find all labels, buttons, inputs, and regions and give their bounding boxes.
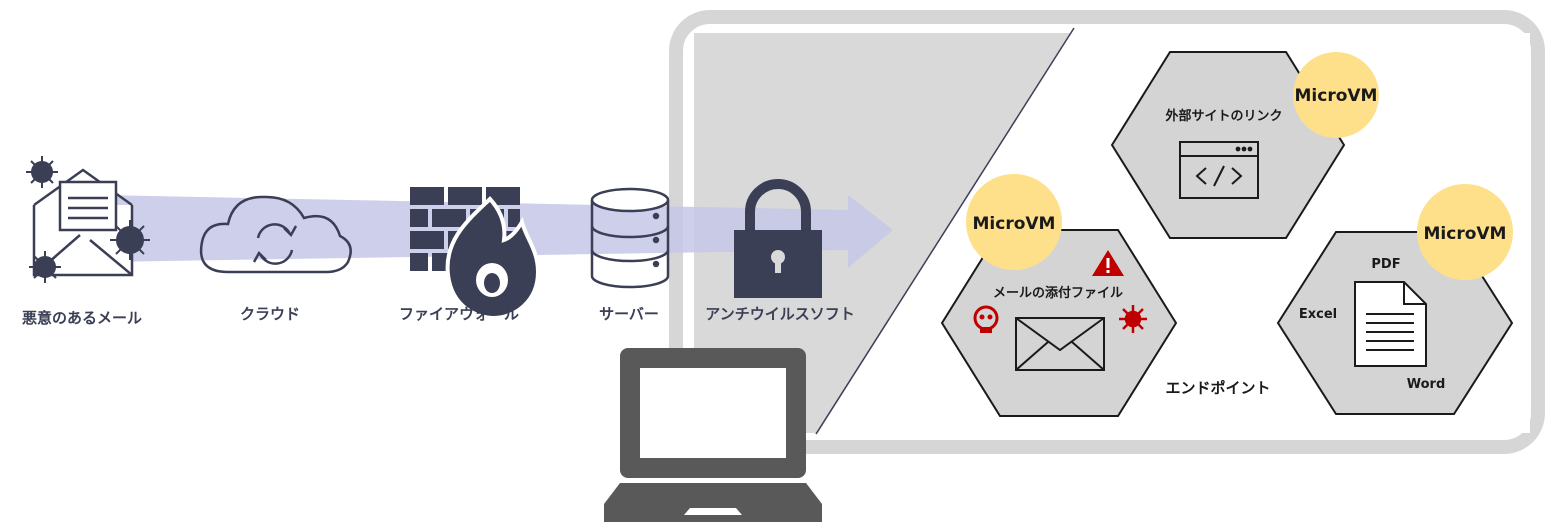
firewall-icon [410, 187, 541, 321]
antivirus-label: アンチウイルスソフト [705, 305, 854, 323]
mail-attachment-title: メールの添付ファイル [993, 285, 1123, 301]
warning-icon [1092, 250, 1124, 276]
skull-icon [973, 305, 999, 333]
firewall-label: ファイアウォール [399, 305, 519, 323]
microvm-badge-2 [966, 174, 1062, 270]
microvm-badge-3-label: MicroVM [1424, 224, 1507, 244]
microvm-badge-1 [1293, 52, 1379, 138]
endpoint-label: エンドポイント [1165, 379, 1270, 397]
cloud-label: クラウド [240, 305, 300, 323]
malicious-mail-label: 悪意のあるメール [22, 309, 142, 327]
cloud-sync-icon [199, 195, 352, 274]
microvm-badge-1-label: MicroVM [1295, 86, 1378, 106]
endpoint-diagonal-line [815, 27, 1075, 435]
word-label: Word [1407, 377, 1446, 392]
malicious-mail-icon [26, 156, 150, 283]
server-label: サーバー [599, 305, 659, 323]
browser-code-icon [1179, 141, 1259, 199]
document-icon [1354, 281, 1427, 367]
external-link-title: 外部サイトのリンク [1164, 108, 1282, 124]
microvm-badge-3 [1417, 184, 1513, 280]
hex-documents: PDF Excel Word MicroVM [1276, 184, 1514, 415]
hex-external-link: 外部サイトのリンク MicroVM [1110, 51, 1379, 239]
excel-label: Excel [1299, 307, 1337, 322]
pdf-label: PDF [1371, 257, 1400, 272]
server-database-icon [590, 187, 670, 289]
antivirus-lock-icon [734, 179, 822, 298]
virus-icon [1119, 305, 1147, 333]
envelope-icon [1015, 317, 1105, 371]
laptop-icon [604, 348, 822, 522]
microvm-badge-2-label: MicroVM [973, 214, 1056, 234]
hex-mail-attachment: メールの添付ファイル MicroVM [940, 174, 1178, 417]
